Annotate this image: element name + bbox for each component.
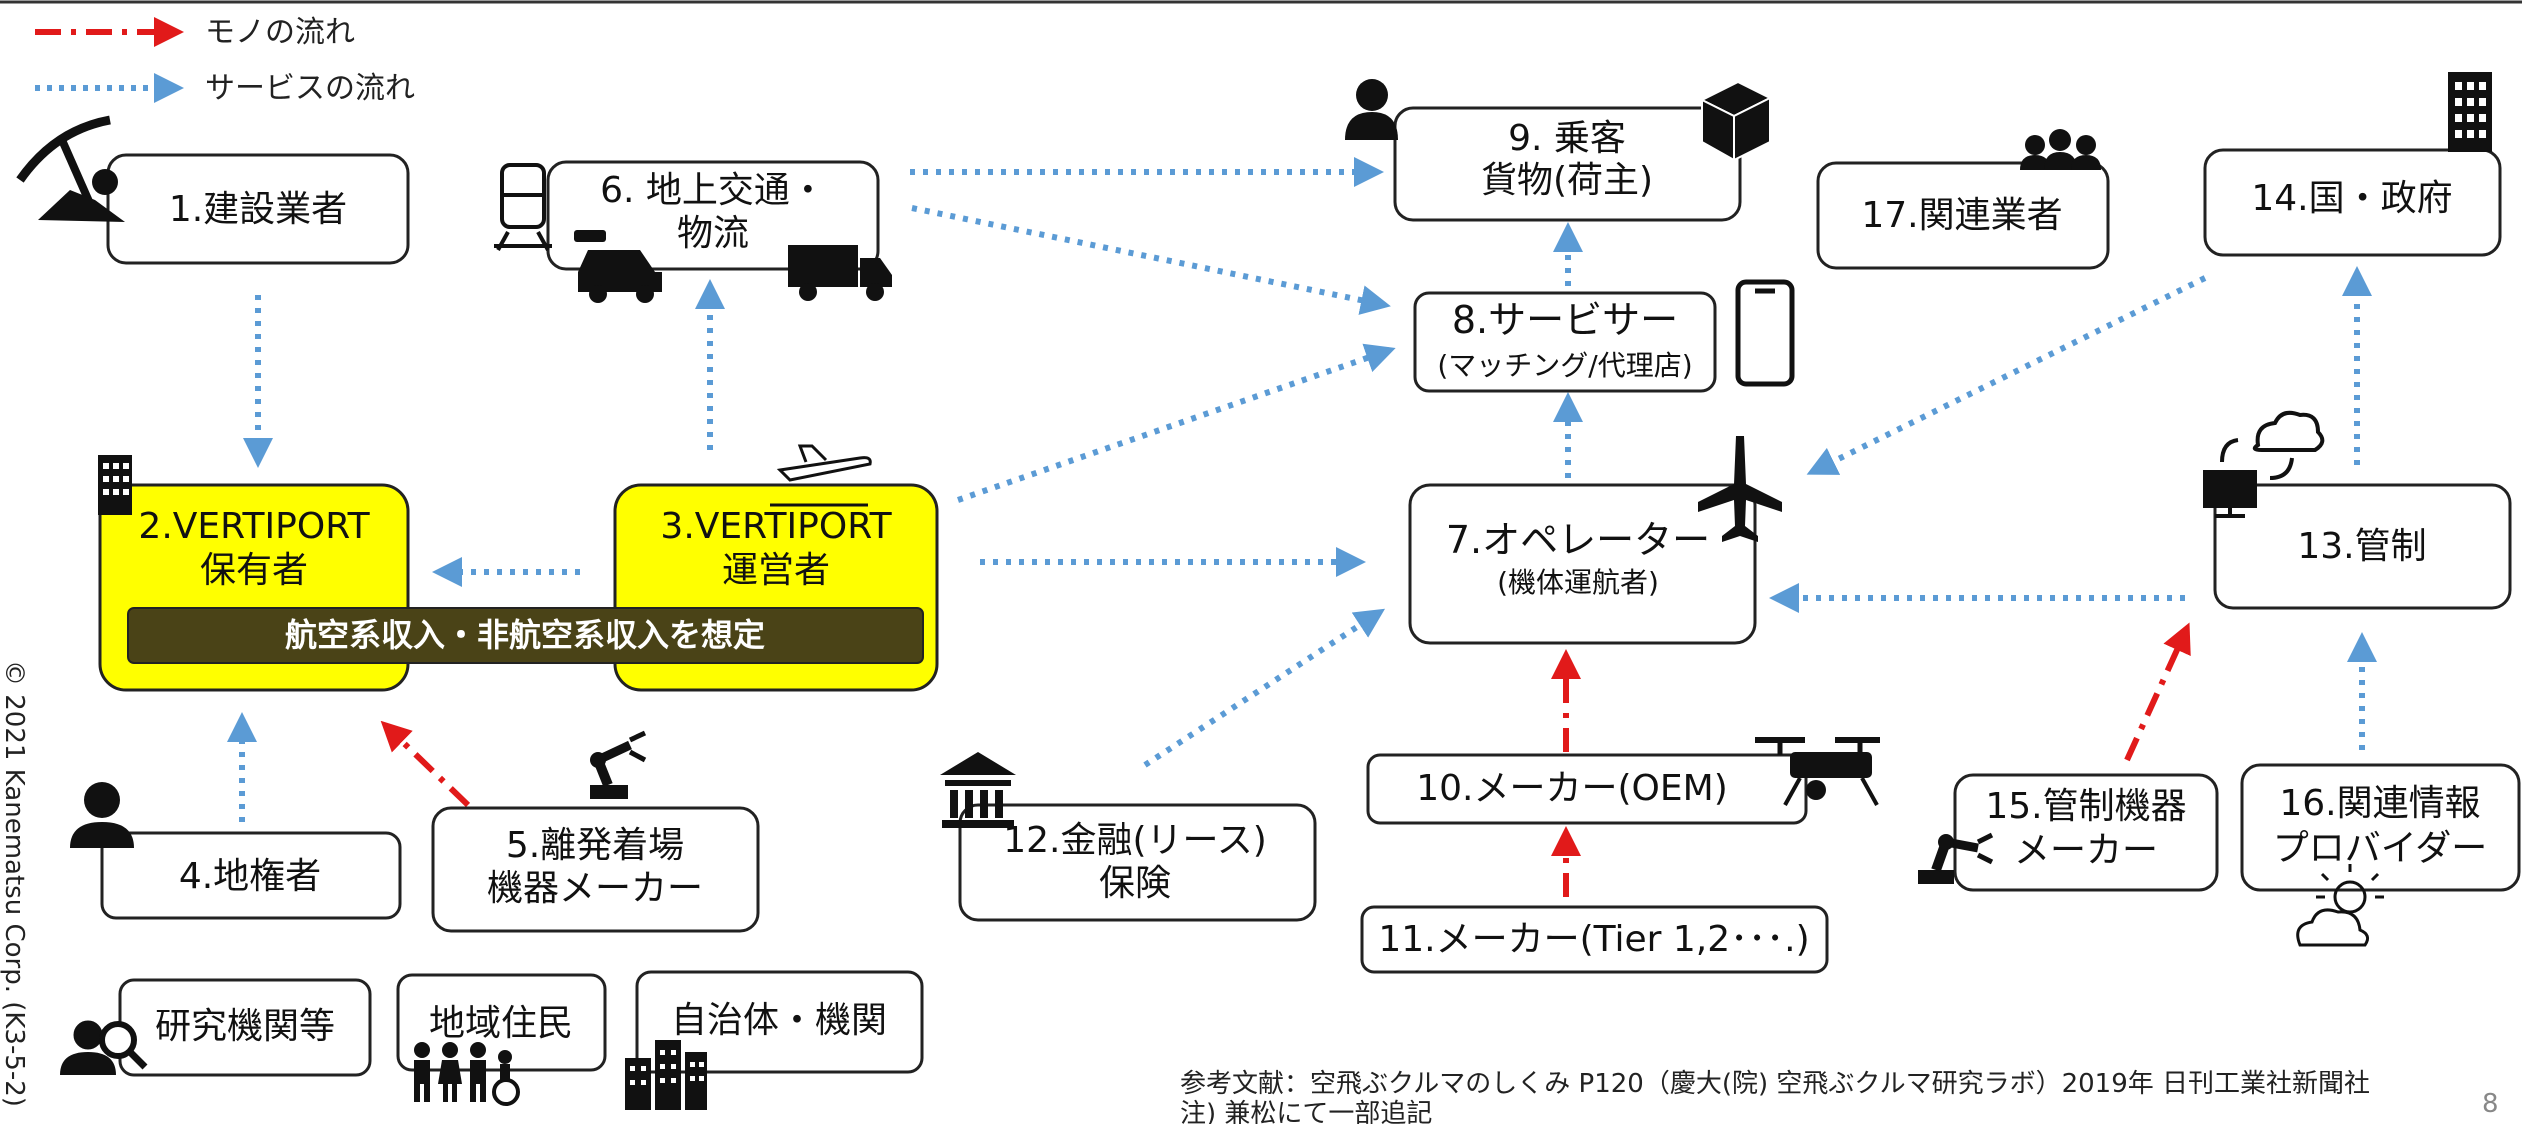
node-18-label: 研究機関等 bbox=[155, 1006, 335, 1047]
node-15-line2: メーカー bbox=[2014, 830, 2158, 871]
node-6-line1: 6. 地上交通・ bbox=[600, 170, 826, 211]
node-6-line2: 物流 bbox=[677, 213, 749, 254]
node-9-box[interactable] bbox=[1393, 106, 1742, 222]
legend: モノの流れ サービスの流れ bbox=[35, 15, 415, 106]
passenger-icon bbox=[1345, 79, 1398, 140]
revenue-banner bbox=[127, 607, 924, 664]
node-20-box[interactable] bbox=[635, 970, 924, 1074]
node-1-label: 1.建設業者 bbox=[169, 189, 347, 230]
arrow-14-to-7 bbox=[1806, 275, 2207, 475]
arrow-3-to-8 bbox=[957, 343, 1396, 503]
node-8-line2: (マッチング/代理店) bbox=[1437, 349, 1692, 382]
node-20-label: 自治体・機関 bbox=[671, 1000, 887, 1041]
node-14-box[interactable] bbox=[2203, 148, 2502, 257]
node-5-line1: 5.離発着場 bbox=[506, 825, 684, 866]
construction-worker-icon bbox=[16, 115, 125, 222]
revenue-banner-text: 航空系収入・非航空系収入を想定 bbox=[285, 616, 765, 654]
legend-service-label: サービスの流れ bbox=[205, 71, 415, 106]
arrow-6-to-8 bbox=[911, 205, 1391, 315]
robot-arm-icon-2 bbox=[1918, 832, 1994, 884]
arrow-15-to-13 bbox=[2124, 622, 2191, 762]
node-10-label: 10.メーカー(OEM) bbox=[1416, 768, 1728, 809]
residents-icon bbox=[414, 1042, 520, 1106]
node-9-line2: 貨物(荷主) bbox=[1481, 160, 1653, 201]
node-12-line2: 保険 bbox=[1099, 863, 1171, 904]
node-16-line2: プロバイダー bbox=[2273, 828, 2488, 869]
node-10-box[interactable] bbox=[1366, 753, 1808, 825]
node-15-line1: 15.管制機器 bbox=[1985, 786, 2186, 827]
cloud-computer-icon bbox=[2203, 410, 2325, 518]
side-copyright: © 2021 Kanematsu Corp. (K3-5-2) bbox=[0, 660, 29, 1107]
group-icon bbox=[2020, 129, 2101, 170]
node-6-box[interactable] bbox=[546, 160, 880, 271]
node-4-label: 4.地権者 bbox=[179, 856, 321, 897]
node-15-box[interactable] bbox=[1953, 773, 2219, 892]
node-8-box[interactable] bbox=[1413, 291, 1717, 393]
node-1-box[interactable] bbox=[106, 153, 410, 265]
smartphone-icon bbox=[1735, 279, 1795, 387]
node-7-line2: (機体運航者) bbox=[1497, 566, 1659, 599]
goods-arrows bbox=[380, 622, 2191, 897]
node-16-box[interactable] bbox=[2240, 763, 2521, 892]
legend-goods-label: モノの流れ bbox=[205, 15, 355, 50]
researcher-icon bbox=[60, 1020, 148, 1075]
node-17-label: 17.関連業者 bbox=[1861, 195, 2062, 236]
node-13-box[interactable] bbox=[2213, 483, 2512, 610]
node-11-box[interactable] bbox=[1360, 905, 1829, 974]
page-number: 8 bbox=[2482, 1089, 2499, 1119]
node-5-box[interactable] bbox=[431, 806, 760, 933]
taxi-icon bbox=[574, 230, 662, 303]
city-icon bbox=[625, 1040, 707, 1110]
node-3-line2: 運営者 bbox=[722, 550, 830, 591]
bank-icon bbox=[940, 752, 1016, 828]
node-3-line1: 3.VERTIPORT bbox=[660, 506, 892, 547]
node-7-line1: 7.オペレーター bbox=[1446, 518, 1710, 562]
arrow-12-to-7 bbox=[1143, 608, 1386, 768]
node-5-line2: 機器メーカー bbox=[487, 868, 703, 909]
service-arrows bbox=[227, 157, 2377, 822]
node-11-label: 11.メーカー(Tier 1,2･･･.) bbox=[1378, 919, 1809, 960]
package-icon bbox=[1699, 80, 1773, 162]
node-12-line1: 12.金融(リース) bbox=[1003, 820, 1267, 861]
node-8-line1: 8.サービサー bbox=[1452, 298, 1678, 342]
node-14-label: 14.国・政府 bbox=[2251, 178, 2452, 219]
vertiport-building-icon bbox=[98, 455, 132, 515]
reference-line-2: 注) 兼松にて一部追記 bbox=[1180, 1099, 1432, 1124]
node-17-box[interactable] bbox=[1816, 161, 2110, 270]
node-7-box[interactable] bbox=[1408, 483, 1757, 645]
person-icon bbox=[70, 782, 134, 848]
node-2-line1: 2.VERTIPORT bbox=[138, 506, 370, 547]
airplane-icon bbox=[1698, 436, 1782, 542]
drone-icon bbox=[1755, 737, 1880, 806]
train-icon bbox=[494, 163, 552, 251]
takeoff-airplane-icon bbox=[770, 444, 872, 507]
truck-icon bbox=[788, 245, 892, 301]
node-labels: 1.建設業者 6. 地上交通・ 物流 9. 乗客 貨物(荷主) 8.サービサー … bbox=[155, 118, 2487, 1047]
robot-arm-icon bbox=[590, 730, 647, 799]
node-2-line2: 保有者 bbox=[200, 550, 308, 591]
node-4-box[interactable] bbox=[100, 831, 402, 920]
weather-icon bbox=[2296, 864, 2384, 947]
reference-line-1: 参考文献：空飛ぶクルマのしくみ P120（慶大(院) 空飛ぶクルマ研究ラボ）20… bbox=[1180, 1069, 2370, 1099]
arrow-5-to-2 bbox=[380, 720, 471, 808]
node-19-label: 地域住民 bbox=[429, 1003, 573, 1044]
building-icon bbox=[2448, 72, 2492, 152]
node-12-box[interactable] bbox=[958, 803, 1317, 922]
node-16-line1: 16.関連情報 bbox=[2279, 783, 2480, 824]
node-13-label: 13.管制 bbox=[2297, 526, 2426, 567]
node-9-line1: 9. 乗客 bbox=[1508, 118, 1626, 159]
